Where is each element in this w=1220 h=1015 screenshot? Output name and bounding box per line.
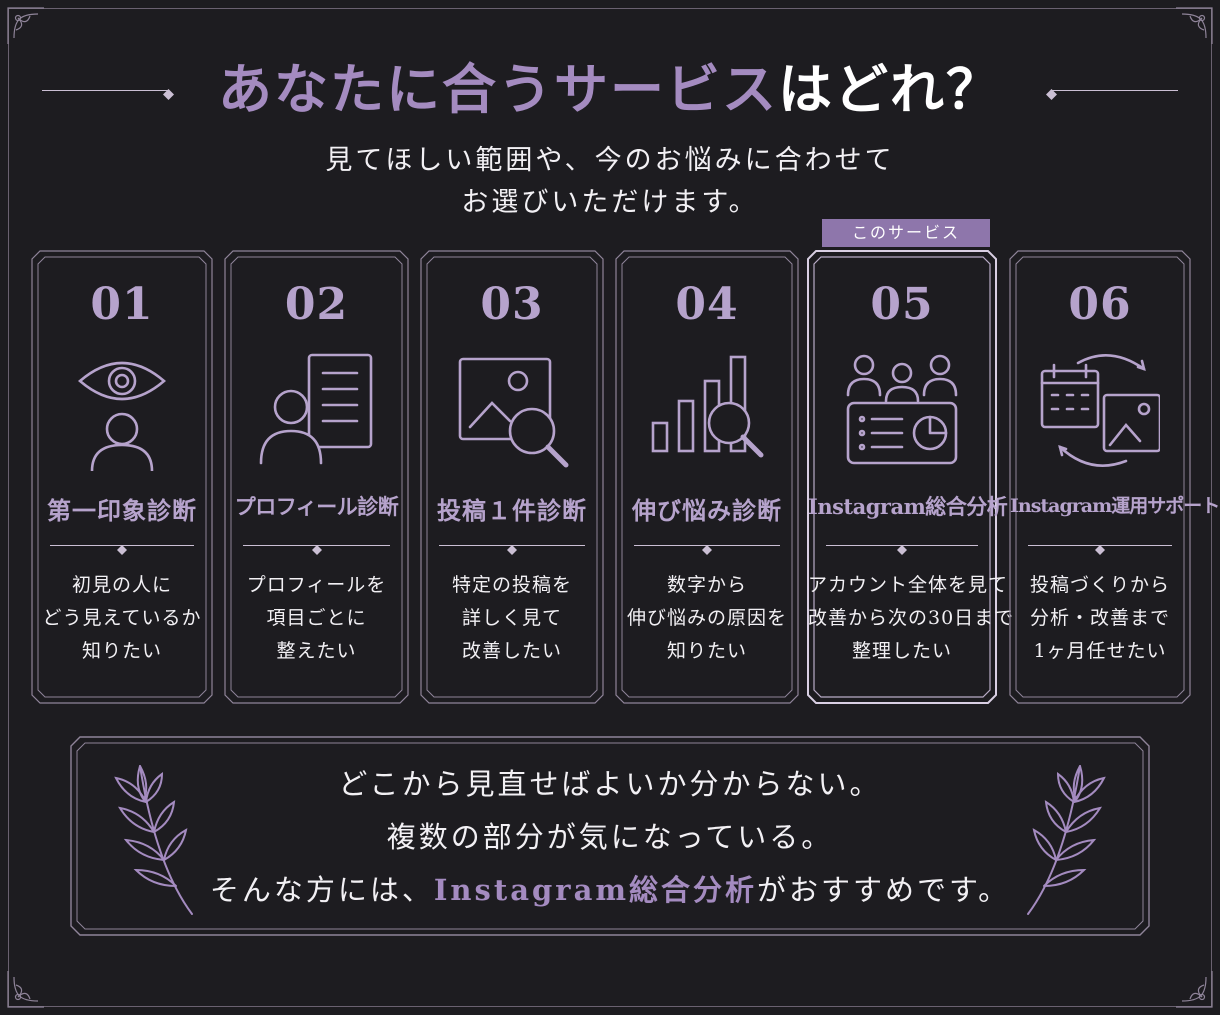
card-name: Instagram運用サポート: [1010, 495, 1220, 517]
diamond-icon: [1095, 540, 1105, 555]
diamond-icon: [702, 540, 712, 555]
card-name: Instagram総合分析: [808, 494, 1008, 519]
card-number: 05: [870, 279, 934, 330]
title-divider: [1052, 90, 1178, 91]
card-description-line: 改善したい: [461, 640, 562, 662]
diamond-icon: [311, 540, 322, 555]
service-card-04[interactable]: 04 伸び悩み診断 数字から 伸び悩みの原因を 知りたい: [615, 250, 799, 704]
recommendation-line: 複数の部分が気になっている。: [386, 820, 834, 854]
bar-chart-magnifier-icon: [647, 351, 767, 471]
corner-ornament: [1172, 967, 1216, 1011]
card-description: プロフィールを 項目ごとに 整えたい: [225, 569, 408, 668]
card-name: 投稿１件診断: [437, 496, 587, 525]
card-number: 06: [1068, 279, 1132, 330]
card-description: 特定の投稿を 詳しく見て 改善したい: [421, 569, 603, 668]
card-frame: [420, 250, 604, 704]
card-description-line: アカウント全体を見て: [808, 574, 1009, 596]
card-description-line: 数字から: [666, 574, 747, 596]
team-dashboard-icon: [842, 351, 962, 471]
recommended-badge: このサービス: [822, 219, 990, 247]
card-description-line: 知りたい: [81, 640, 162, 662]
page-title: あなたに合うサービスはどれ？: [190, 54, 1030, 124]
card-name: プロフィール診断: [234, 494, 399, 519]
card-description-line: 改善から次の30日まで: [808, 607, 1015, 629]
profile-document-icon: [257, 351, 377, 471]
card-description-line: 整理したい: [851, 640, 952, 662]
corner-ornament: [4, 4, 48, 48]
subtitle-line: お選びいただけます。: [461, 187, 759, 218]
laurel-branch-icon: [1014, 756, 1124, 916]
card-description-line: 特定の投稿を: [451, 574, 572, 596]
card-frame: [31, 250, 213, 704]
recommendation-text: どこから見直せばよいか分からない。 複数の部分が気になっている。 そんな方には、…: [70, 758, 1150, 917]
recommendation-panel: どこから見直せばよいか分からない。 複数の部分が気になっている。 そんな方には、…: [70, 736, 1150, 936]
subtitle: 見てほしい範囲や、今のお悩みに合わせて お選びいただけます。: [0, 140, 1220, 224]
diamond-icon: [897, 540, 907, 555]
service-card-06[interactable]: 06 Instagram運用サポート 投稿づくりから 分析・改善まで 1ヶ月任せ…: [1009, 250, 1220, 704]
card-description-line: 整えたい: [276, 640, 357, 662]
recommendation-line: どこから見直せばよいか分からない。: [338, 767, 882, 801]
outer-frame: [8, 8, 1212, 1007]
card-description-line: 投稿づくりから: [1029, 574, 1170, 596]
diamond-icon: [117, 540, 127, 555]
card-frame: [224, 250, 409, 704]
diamond-icon: [163, 85, 174, 100]
title-plain: はどれ？: [778, 57, 1002, 121]
corner-ornament: [1172, 4, 1216, 48]
title-accent: あなたに合うサービス: [218, 57, 778, 121]
title-divider: [42, 90, 168, 91]
service-card-01[interactable]: 01 第一印象診断 初見の人に どう見えているか 知りたい: [31, 250, 213, 704]
card-description-line: 1ヶ月任せたい: [1033, 640, 1167, 662]
card-frame: [615, 250, 799, 704]
title-row: あなたに合うサービスはどれ？: [0, 54, 1220, 124]
card-description: 初見の人に どう見えているか 知りたい: [32, 569, 212, 668]
card-name: 伸び悩み診断: [632, 496, 782, 525]
card-number: 04: [675, 279, 739, 330]
eye-person-icon: [62, 351, 182, 473]
recommendation-text-post: がおすすめです。: [757, 873, 1011, 907]
card-description-line: どう見えているか: [42, 607, 202, 629]
card-description: 投稿づくりから 分析・改善まで 1ヶ月任せたい: [1010, 569, 1190, 668]
card-description: アカウント全体を見て 改善から次の30日まで 整理したい: [808, 569, 1015, 668]
card-number: 02: [284, 279, 349, 330]
subtitle-line: 見てほしい範囲や、今のお悩みに合わせて: [325, 145, 895, 176]
card-description-line: プロフィールを: [246, 574, 387, 596]
recommended-service-name: Instagram総合分析: [433, 873, 758, 907]
laurel-branch-icon: [96, 756, 206, 916]
card-description-line: 伸び悩みの原因を: [626, 607, 787, 629]
card-number: 01: [90, 279, 154, 330]
service-card-02[interactable]: 02 プロフィール診断 プロフィールを 項目ごとに 整えたい: [224, 250, 409, 704]
calendar-cycle-icon: [1040, 351, 1162, 471]
image-magnifier-icon: [452, 351, 572, 471]
card-description-line: 項目ごとに: [266, 607, 367, 629]
recommendation-text-pre: そんな方には、: [209, 873, 434, 907]
card-frame: [807, 250, 997, 704]
card-description-line: 分析・改善まで: [1029, 607, 1170, 629]
corner-ornament: [4, 967, 48, 1011]
card-number: 03: [480, 279, 544, 330]
panel-frame: [70, 736, 1150, 936]
card-frame: [1009, 250, 1191, 704]
service-card-05[interactable]: 05 Instagram総合分析 アカウント全体を見て 改善から次の30日まで …: [807, 250, 1015, 704]
recommendation-line: そんな方には、Instagram総合分析がおすすめです。: [70, 864, 1150, 917]
card-name: 第一印象診断: [47, 496, 197, 525]
service-card-03[interactable]: 03 投稿１件診断 特定の投稿を 詳しく見て 改善したい: [420, 250, 604, 704]
card-description-line: 初見の人に: [71, 574, 172, 596]
diamond-icon: [507, 540, 517, 555]
card-description-line: 詳しく見て: [461, 607, 562, 629]
card-description-line: 知りたい: [666, 640, 747, 662]
diamond-icon: [1046, 85, 1057, 100]
card-description: 数字から 伸び悩みの原因を 知りたい: [616, 569, 798, 668]
